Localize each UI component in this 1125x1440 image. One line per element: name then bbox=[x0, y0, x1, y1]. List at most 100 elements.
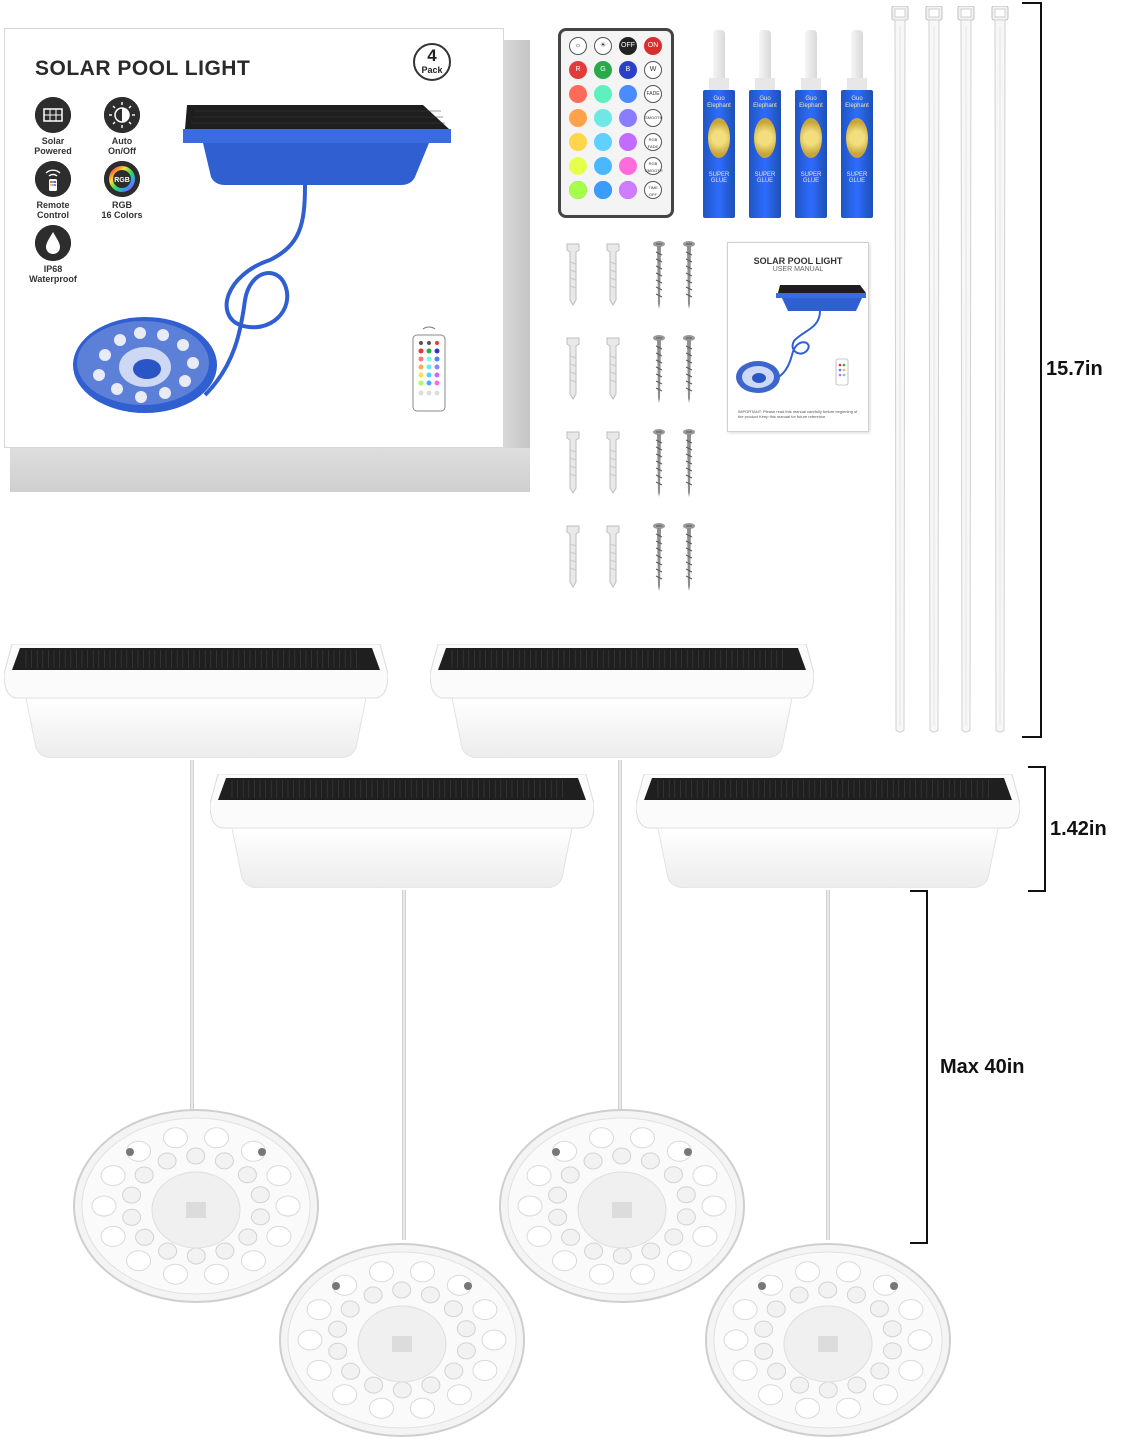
white-button: W bbox=[644, 61, 662, 79]
feature-label: Powered bbox=[34, 146, 72, 156]
glue-tube: Guo Elephant SUPER GLUE bbox=[792, 30, 830, 218]
wall-anchor bbox=[604, 430, 622, 494]
on-button: ON bbox=[644, 37, 662, 55]
glue-label: SUPER GLUE bbox=[754, 172, 776, 184]
feature-label: Solar bbox=[41, 136, 65, 146]
glue-body: Guo Elephant SUPER GLUE bbox=[749, 90, 781, 218]
rgb-smooth-button: RGB SMOOTH bbox=[644, 157, 663, 175]
light-cord bbox=[190, 760, 194, 1110]
light-cord bbox=[618, 760, 622, 1110]
pack-badge: 4 Pack bbox=[413, 43, 451, 81]
fade-button: FADE bbox=[644, 85, 662, 103]
feature-waterproof: IP68 Waterproof bbox=[13, 225, 93, 284]
color-button bbox=[619, 133, 637, 151]
box-product-illustration bbox=[73, 105, 451, 413]
color-button bbox=[619, 85, 637, 103]
red-button: R bbox=[569, 61, 587, 79]
manual-title: SOLAR POOL LIGHT bbox=[753, 256, 843, 266]
color-button bbox=[594, 181, 612, 199]
color-button bbox=[569, 157, 587, 175]
pack-label: Pack bbox=[421, 65, 443, 75]
sun-moon-icon bbox=[104, 97, 140, 133]
pool-light-puck bbox=[278, 1240, 526, 1440]
glue-cap bbox=[847, 78, 867, 92]
tie-length-label: 15.7in bbox=[1046, 358, 1103, 380]
user-manual: SOLAR POOL LIGHT USER MANUAL IMPORTANT: … bbox=[727, 242, 869, 432]
glue-cap bbox=[755, 78, 775, 92]
rgb-fade-button: RGB FADE bbox=[644, 133, 662, 151]
screw bbox=[682, 334, 696, 404]
color-button bbox=[569, 133, 587, 151]
solar-light-panel bbox=[209, 773, 595, 889]
box-front: SOLAR POOL LIGHT 4 Pack Solar Powered Au… bbox=[4, 28, 504, 448]
box-bottom bbox=[10, 448, 530, 492]
time-off-button: TIME OFF bbox=[644, 181, 662, 199]
glue-label: SUPER GLUE bbox=[800, 172, 822, 184]
solar-panel-icon bbox=[35, 97, 71, 133]
feature-label: RGB bbox=[112, 200, 132, 210]
feature-label: 16 Colors bbox=[101, 210, 143, 220]
color-button bbox=[569, 181, 587, 199]
rgb-icon: RGB bbox=[104, 161, 140, 197]
wall-anchor bbox=[564, 524, 582, 588]
feature-label: Auto bbox=[111, 136, 133, 146]
color-button bbox=[594, 109, 612, 127]
color-button bbox=[594, 133, 612, 151]
pool-light-puck bbox=[72, 1106, 320, 1306]
cable-tie bbox=[990, 5, 1010, 734]
feature-solar: Solar Powered bbox=[13, 97, 93, 156]
glue-tube: Guo Elephant SUPER GLUE bbox=[746, 30, 784, 218]
feature-label: Control bbox=[37, 210, 69, 220]
wall-anchor bbox=[564, 430, 582, 494]
blue-button: B bbox=[619, 61, 637, 79]
feature-label: IP68 bbox=[43, 264, 63, 274]
rgb-badge-text: RGB bbox=[114, 177, 130, 184]
remote-icon bbox=[35, 161, 71, 197]
cable-tie bbox=[890, 5, 910, 734]
glue-brand: Guo Elephant bbox=[845, 96, 869, 109]
cord-length-bracket bbox=[910, 890, 928, 1244]
color-button bbox=[594, 157, 612, 175]
feature-label: Waterproof bbox=[29, 274, 77, 284]
glue-tube: Guo Elephant SUPER GLUE bbox=[838, 30, 876, 218]
glue-body: Guo Elephant SUPER GLUE bbox=[703, 90, 735, 218]
screw bbox=[682, 240, 696, 310]
off-button: OFF bbox=[619, 37, 637, 55]
remote-control: ☼ ☀ OFF ON R G B W FADE SMOOTH RGB FADE … bbox=[558, 28, 674, 218]
cable-tie bbox=[924, 5, 944, 734]
color-button bbox=[569, 85, 587, 103]
pool-light-puck bbox=[498, 1106, 746, 1306]
glue-emblem bbox=[708, 118, 730, 158]
glue-emblem bbox=[846, 118, 868, 158]
smooth-button: SMOOTH bbox=[644, 109, 663, 127]
glue-brand: Guo Elephant bbox=[753, 96, 777, 109]
solar-light-panel bbox=[635, 773, 1021, 889]
brightness-down-button: ☼ bbox=[569, 37, 587, 55]
color-button bbox=[619, 157, 637, 175]
manual-subtitle: USER MANUAL bbox=[772, 266, 824, 273]
pack-number: 4 bbox=[427, 46, 437, 65]
solar-light-panel bbox=[429, 643, 815, 759]
screw bbox=[652, 240, 666, 310]
wall-anchor bbox=[604, 336, 622, 400]
solar-light-panel bbox=[3, 643, 389, 759]
glue-brand: Guo Elephant bbox=[707, 96, 731, 109]
glue-emblem bbox=[754, 118, 776, 158]
screw bbox=[652, 334, 666, 404]
manual-note: IMPORTANT: Please read this manual caref… bbox=[738, 409, 858, 419]
screw bbox=[652, 428, 666, 498]
box-title: SOLAR POOL LIGHT bbox=[35, 57, 251, 80]
feature-label: On/Off bbox=[108, 146, 136, 156]
panel-height-bracket bbox=[1028, 766, 1046, 892]
manual-illustration bbox=[736, 285, 866, 393]
glue-nozzle bbox=[713, 30, 725, 80]
product-box: SOLAR POOL LIGHT 4 Pack Solar Powered Au… bbox=[4, 28, 530, 492]
pool-light-puck bbox=[704, 1240, 952, 1440]
glue-brand: Guo Elephant bbox=[799, 96, 823, 109]
glue-cap bbox=[801, 78, 821, 92]
color-button bbox=[594, 85, 612, 103]
feature-auto: Auto On/Off bbox=[82, 97, 162, 156]
glue-nozzle bbox=[851, 30, 863, 80]
glue-label: SUPER GLUE bbox=[708, 172, 730, 184]
feature-rgb: RGB RGB 16 Colors bbox=[82, 161, 162, 220]
